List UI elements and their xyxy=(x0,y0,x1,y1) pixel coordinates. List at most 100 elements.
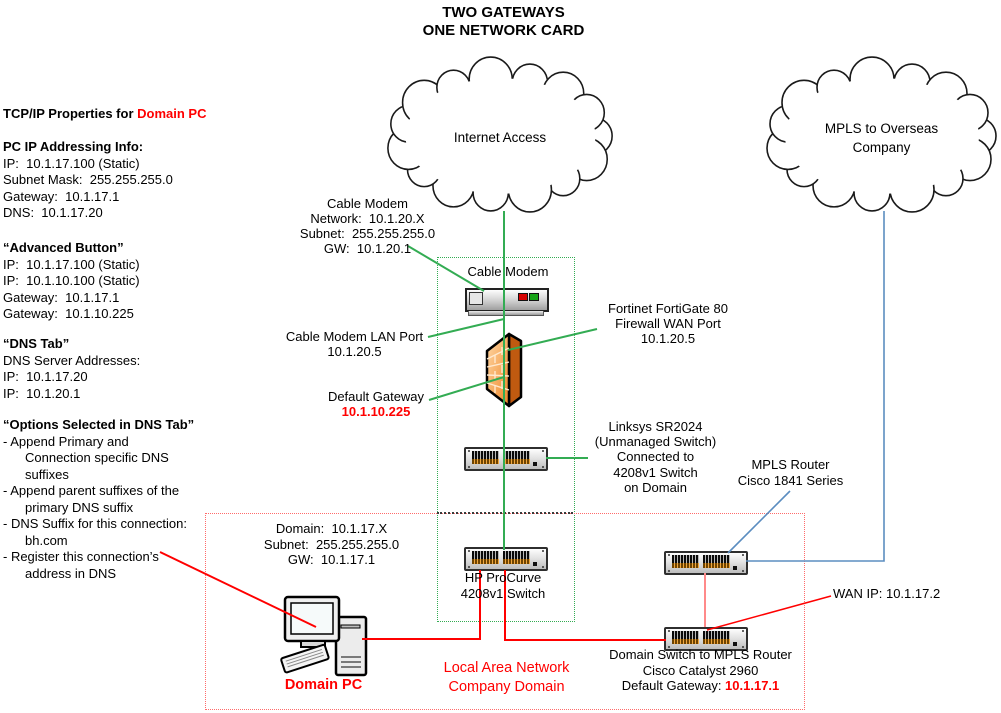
mpls-cloud-label: MPLS to Overseas Company xyxy=(794,119,969,157)
screw xyxy=(668,630,670,632)
panel-line: IP: 10.1.17.100 (Static) xyxy=(3,155,140,171)
screw xyxy=(542,566,544,568)
lan-port-line: Cable Modem LAN Port xyxy=(285,329,424,344)
default-gateway-label: Default Gateway 10.1.10.225 xyxy=(316,389,436,419)
cable-modem-base xyxy=(468,311,544,316)
segment-divider-dots xyxy=(437,512,573,514)
panel-line: Subnet Mask: 255.255.255.0 xyxy=(3,172,173,187)
firewall-icon xyxy=(485,332,523,408)
panel-line: DNS Server Addresses: xyxy=(3,352,141,368)
screw xyxy=(742,570,744,572)
mpls-router-icon xyxy=(664,551,748,575)
mpls-cloud-label-line1: MPLS to Overseas xyxy=(824,121,939,136)
panel-line: Gateway: 10.1.17.1 xyxy=(3,188,120,204)
cm-info-line: Subnet: 255.255.255.0 xyxy=(299,226,436,241)
wan-ip-label: WAN IP: 10.1.17.2 xyxy=(833,586,941,601)
hp-switch-line: HP ProCurve xyxy=(464,570,542,585)
screw xyxy=(742,630,744,632)
panel-title: TCP/IP Properties for Domain PC xyxy=(3,106,206,121)
domain-pc-icon xyxy=(280,595,368,677)
linksys-switch-icon xyxy=(464,447,548,471)
hp-switch-line: 4208v1 Switch xyxy=(460,586,546,601)
mpls-cloud-label-line2: Company xyxy=(852,140,911,155)
panel-line: address in DNS xyxy=(25,565,117,581)
panel-line: - Append parent suffixes of the xyxy=(3,483,180,498)
screw xyxy=(468,550,470,552)
linksys-line: Connected to xyxy=(616,449,695,465)
section-dns-options: “Options Selected in DNS Tab” - Append P… xyxy=(3,417,223,582)
switch-ports xyxy=(672,631,699,644)
domain-info-label: Domain: 10.1.17.X Subnet: 255.255.255.0 … xyxy=(254,521,409,568)
panel-line: IP: 10.1.17.100 (Static) xyxy=(3,256,140,272)
modem-red-led xyxy=(518,293,528,301)
domain-switch-icon xyxy=(664,627,748,651)
fortinet-line: Fortinet FortiGate 80 xyxy=(608,301,728,316)
panel-line: Gateway: 10.1.17.1 xyxy=(3,289,120,305)
mpls-router-line: Cisco 1841 Series xyxy=(737,472,844,488)
lan-port-line: 10.1.20.5 xyxy=(327,344,382,359)
linksys-label: Linksys SR2024 (Unmanaged Switch) Connec… xyxy=(583,419,728,495)
panel-line: suffixes xyxy=(25,466,69,482)
switch-ports xyxy=(472,451,499,464)
panel-line: IP: 10.1.20.1 xyxy=(3,385,81,401)
domain-switch-line2: Cisco Catalyst 2960 xyxy=(642,662,759,678)
panel-line: DNS: 10.1.17.20 xyxy=(3,205,103,220)
linksys-line: Linksys SR2024 xyxy=(608,419,703,434)
domain-info-line: GW: 10.1.17.1 xyxy=(287,552,376,567)
section-pc-ip: PC IP Addressing Info: IP: 10.1.17.100 (… xyxy=(3,139,223,222)
page-title: TWO GATEWAYS ONE NETWORK CARD xyxy=(346,4,661,40)
screw xyxy=(468,566,470,568)
default-gateway-ip: 10.1.10.225 xyxy=(341,404,411,419)
cable-modem-info-label: Cable Modem Network: 10.1.20.X Subnet: 2… xyxy=(270,196,465,256)
cable-modem-icon xyxy=(465,288,549,312)
section-heading: “Advanced Button” xyxy=(3,240,124,255)
lan-domain-line1: Local Area Network xyxy=(443,660,570,676)
panel-line: IP: 10.1.17.20 xyxy=(3,369,88,384)
linksys-line: (Unmanaged Switch) xyxy=(594,434,717,450)
panel-line: - Register this connection’s xyxy=(3,549,159,564)
modem-green-led xyxy=(529,293,539,301)
section-heading: PC IP Addressing Info: xyxy=(3,139,144,154)
screw xyxy=(668,646,670,648)
panel-line: - DNS Suffix for this connection: xyxy=(3,516,188,531)
cable-modem-device-label: Cable Modem xyxy=(467,264,549,279)
section-heading: “Options Selected in DNS Tab” xyxy=(3,417,195,432)
section-heading: “DNS Tab” xyxy=(3,336,70,351)
modem-port xyxy=(469,292,483,305)
page-title-line2: ONE NETWORK CARD xyxy=(422,22,585,39)
panel-line: - Append Primary and xyxy=(3,433,129,449)
lan-port-label: Cable Modem LAN Port 10.1.20.5 xyxy=(277,329,432,359)
screw xyxy=(542,450,544,452)
panel-line: IP: 10.1.10.100 (Static) xyxy=(3,273,140,288)
panel-line: primary DNS suffix xyxy=(25,499,134,515)
panel-line: bh.com xyxy=(25,532,68,548)
mpls-cloud-icon xyxy=(766,56,997,213)
switch-button xyxy=(533,562,537,566)
internet-cloud-label: Internet Access xyxy=(453,130,547,145)
domain-switch-line1: Domain Switch to MPLS Router xyxy=(609,647,792,662)
panel-title-highlight: Domain PC xyxy=(137,106,207,121)
fortinet-line: 10.1.20.5 xyxy=(640,331,696,346)
screw xyxy=(542,550,544,552)
panel-line: Gateway: 10.1.10.225 xyxy=(3,306,134,321)
switch-button xyxy=(533,462,537,466)
switch-button xyxy=(733,566,737,570)
switch-ports xyxy=(703,555,730,568)
domain-switch-gw-prefix: Default Gateway: xyxy=(621,678,726,693)
switch-button xyxy=(733,642,737,646)
screw xyxy=(468,466,470,468)
screw xyxy=(668,570,670,572)
hp-procurve-switch-icon xyxy=(464,547,548,571)
cm-info-line: Network: 10.1.20.X xyxy=(310,211,425,226)
domain-switch-gw-ip: 10.1.17.1 xyxy=(725,678,780,693)
panel-line: Connection specific DNS xyxy=(25,450,169,465)
screw xyxy=(742,646,744,648)
domain-info-line: Domain: 10.1.17.X xyxy=(275,521,388,536)
screw xyxy=(542,466,544,468)
section-advanced: “Advanced Button” IP: 10.1.17.100 (Stati… xyxy=(3,240,223,323)
screw xyxy=(668,554,670,556)
fortinet-label: Fortinet FortiGate 80 Firewall WAN Port … xyxy=(588,301,748,346)
mpls-router-line: MPLS Router xyxy=(751,457,830,472)
cm-info-line: Cable Modem xyxy=(327,196,408,211)
